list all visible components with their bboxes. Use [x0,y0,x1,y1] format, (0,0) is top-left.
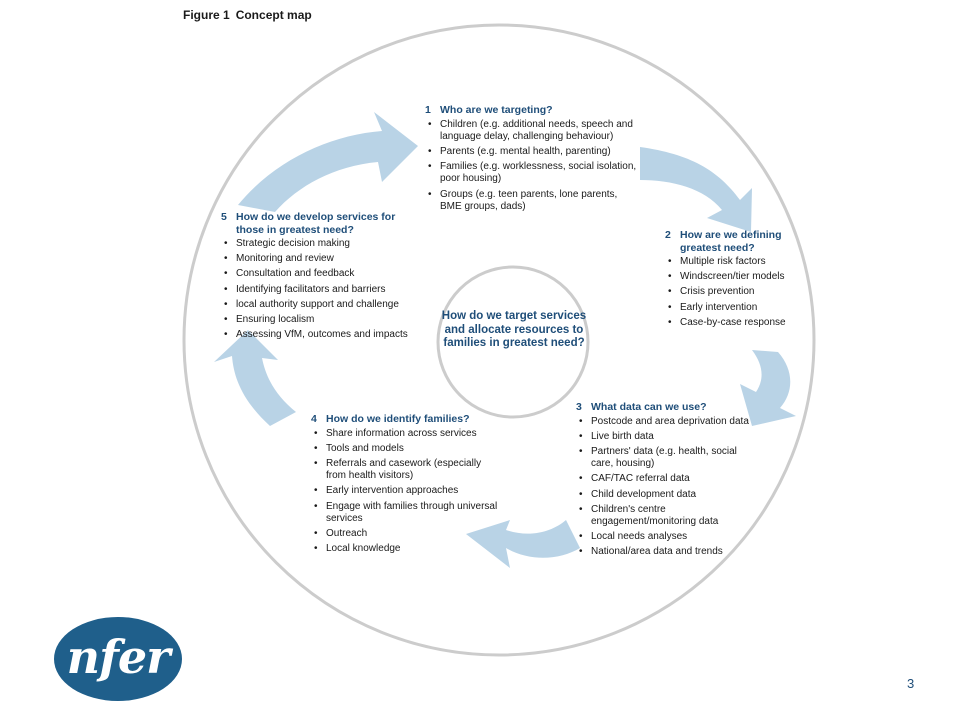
logo-ellipse-icon [54,617,182,701]
section-1-title: Who are we targeting? [440,104,553,116]
arrow-left [214,330,296,426]
section-1-list: Children (e.g. additional needs, speech … [425,119,640,213]
page-number: 3 [907,676,915,691]
section-1-heading: 1 Who are we targeting? [425,104,640,117]
list-item: Local knowledge [314,543,501,555]
list-item: Assessing VfM, outcomes and impacts [224,329,426,341]
list-item: Multiple risk factors [668,256,805,268]
list-item: Monitoring and review [224,253,426,265]
list-item: Child development data [579,489,761,501]
list-item: Parents (e.g. mental health, parenting) [428,146,640,158]
section-5-number: 5 [221,211,227,223]
list-item: Ensuring localism [224,314,426,326]
list-item: Windscreen/tier models [668,271,805,283]
section-2: 2 How are we defining greatest need? Mult… [665,229,805,332]
list-item: Children's centre engagement/monitoring … [579,504,761,528]
section-5-list: Strategic decision making Monitoring and… [221,238,426,342]
section-5-heading: 5 How do we develop services for those in… [221,211,426,236]
section-2-number: 2 [665,229,671,241]
list-item: National/area data and trends [579,546,761,558]
list-item: Engage with families through universal s… [314,501,501,525]
list-item: Partners' data (e.g. health, social care… [579,446,761,470]
list-item: Referrals and casework (especially from … [314,458,501,482]
list-item: Families (e.g. worklessness, social isol… [428,161,640,185]
section-3-heading: 3 What data can we use? [576,401,761,414]
list-item: Consultation and feedback [224,268,426,280]
list-item: Identifying facilitators and barriers [224,284,426,296]
section-3-number: 3 [576,401,582,413]
list-item: Postcode and area deprivation data [579,416,761,428]
section-5-title: How do we develop services for those in … [236,211,396,236]
center-circle [436,265,590,419]
section-1-number: 1 [425,104,431,116]
central-question: How do we target services and allocate r… [441,310,587,349]
arrow-right [740,350,796,426]
section-3: 3 What data can we use? Postcode and area… [576,401,761,562]
list-item: Crisis prevention [668,286,805,298]
list-item: Outreach [314,528,501,540]
nfer-logo: nfer [52,615,184,703]
arrow-top-left [238,112,418,212]
section-3-list: Postcode and area deprivation data Live … [576,416,761,559]
list-item: Strategic decision making [224,238,426,250]
list-item: CAF/TAC referral data [579,473,761,485]
list-item: local authority support and challenge [224,299,426,311]
section-4-list: Share information across services Tools … [311,428,501,556]
section-2-title: How are we defining greatest need? [680,229,782,254]
logo-text: nfer [66,630,171,684]
list-item: Children (e.g. additional needs, speech … [428,119,640,143]
list-item: Share information across services [314,428,501,440]
list-item: Case-by-case response [668,317,805,329]
list-item: Local needs analyses [579,531,761,543]
list-item: Live birth data [579,431,761,443]
section-1: 1 Who are we targeting? Children (e.g. ad… [425,104,640,216]
list-item: Early intervention approaches [314,485,501,497]
figure-number: Figure 1 [183,8,230,22]
section-2-list: Multiple risk factors Windscreen/tier mo… [665,256,805,329]
arrow-top-right [640,147,752,232]
section-2-heading: 2 How are we defining greatest need? [665,229,805,254]
list-item: Early intervention [668,302,805,314]
section-4: 4 How do we identify families? Share info… [311,413,501,558]
list-item: Tools and models [314,443,501,455]
section-4-number: 4 [311,413,317,425]
section-3-title: What data can we use? [591,401,707,413]
section-5: 5 How do we develop services for those in… [221,211,426,344]
figure-title: Figure 1 Concept map [183,8,312,22]
figure-caption: Concept map [235,8,312,22]
section-4-heading: 4 How do we identify families? [311,413,501,426]
section-4-title: How do we identify families? [326,413,470,425]
list-item: Groups (e.g. teen parents, lone parents,… [428,189,640,213]
